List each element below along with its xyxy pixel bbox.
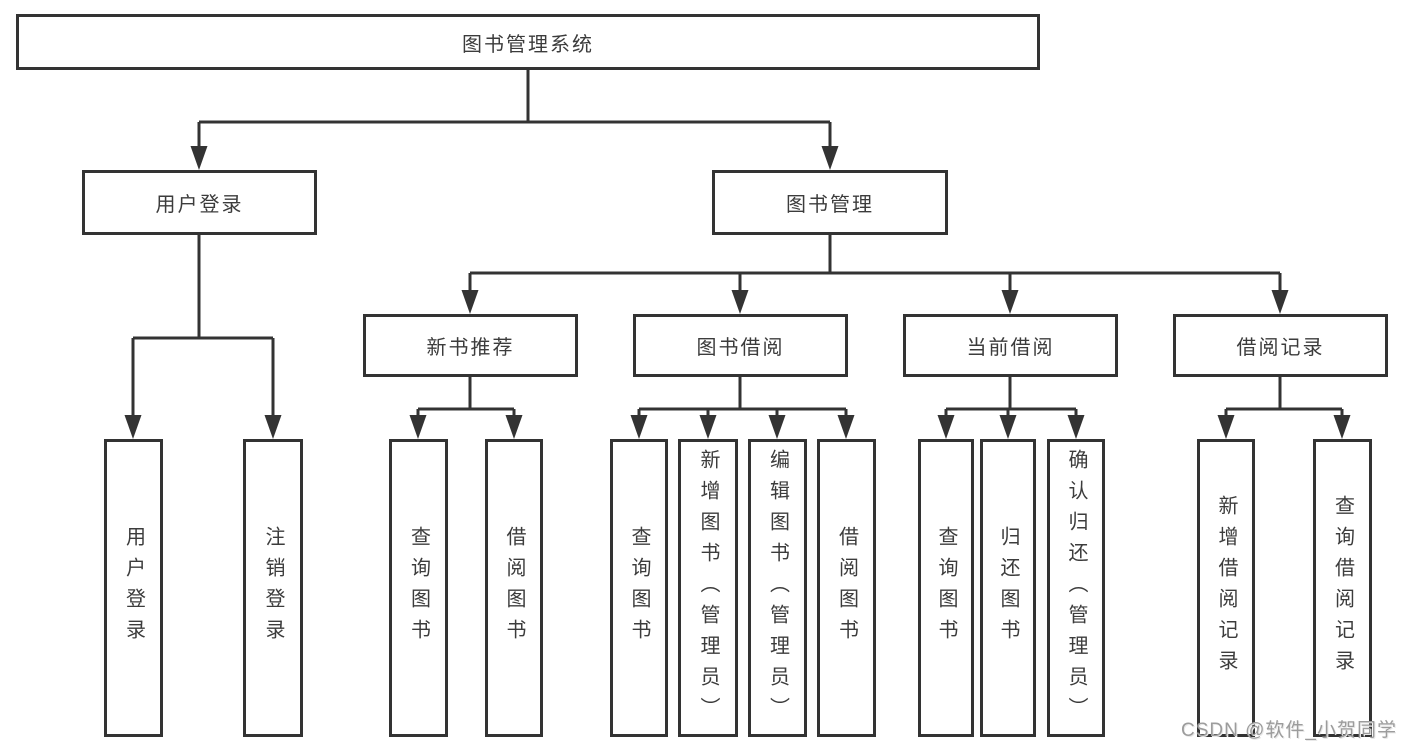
- node-label: 借阅记录: [1236, 337, 1325, 359]
- leaf-borrow-books-1: 借阅图书: [485, 439, 543, 737]
- node-label: 图书管理系统: [462, 33, 594, 56]
- node-user-login: 用户登录: [82, 170, 317, 235]
- leaf-query-books-3: 查询图书: [918, 439, 974, 737]
- node-label: 图书管理: [786, 194, 874, 216]
- node-label: 新书推荐: [426, 337, 515, 359]
- leaf-query-borrow-record: 查询借阅记录: [1313, 439, 1372, 737]
- node-book-borrow: 图书借阅: [633, 314, 848, 377]
- leaf-add-book-admin: 新增图书（管理员）: [678, 439, 738, 737]
- leaf-label: 借阅图书: [835, 526, 858, 650]
- leaf-query-books-1: 查询图书: [389, 439, 448, 737]
- leaf-logout: 注销登录: [243, 439, 303, 737]
- leaf-label: 借阅图书: [503, 526, 525, 650]
- leaf-user-login: 用户登录: [104, 439, 163, 737]
- node-label: 图书借阅: [696, 337, 785, 359]
- leaf-label: 归还图书: [997, 526, 1019, 650]
- leaf-borrow-books-2: 借阅图书: [817, 439, 876, 737]
- leaf-label: 用户登录: [122, 526, 145, 650]
- node-label: 当前借阅: [966, 337, 1055, 359]
- leaf-label: 查询借阅记录: [1331, 495, 1354, 681]
- leaf-query-books-2: 查询图书: [610, 439, 668, 737]
- node-new-book-recommend: 新书推荐: [363, 314, 578, 377]
- leaf-add-borrow-record: 新增借阅记录: [1197, 439, 1255, 737]
- node-borrow-records: 借阅记录: [1173, 314, 1388, 377]
- leaf-confirm-return-admin: 确认归还（管理员）: [1047, 439, 1105, 737]
- node-system-root: 图书管理系统: [16, 14, 1040, 70]
- leaf-edit-book-admin: 编辑图书（管理员）: [748, 439, 807, 737]
- node-label: 用户登录: [155, 194, 244, 216]
- leaf-label: 注销登录: [262, 526, 284, 650]
- leaf-return-book: 归还图书: [980, 439, 1036, 737]
- leaf-label: 查询图书: [407, 526, 430, 650]
- node-book-management: 图书管理: [712, 170, 948, 235]
- leaf-label: 查询图书: [935, 526, 957, 650]
- leaf-label: 查询图书: [628, 526, 650, 650]
- node-current-borrow: 当前借阅: [903, 314, 1118, 377]
- leaf-label: 确认归还（管理员）: [1065, 448, 1087, 728]
- leaf-label: 新增图书（管理员）: [697, 448, 719, 728]
- leaf-label: 新增借阅记录: [1215, 495, 1237, 681]
- csdn-watermark: CSDN @软件_小贺同学: [1181, 720, 1397, 741]
- leaf-label: 编辑图书（管理员）: [766, 448, 789, 728]
